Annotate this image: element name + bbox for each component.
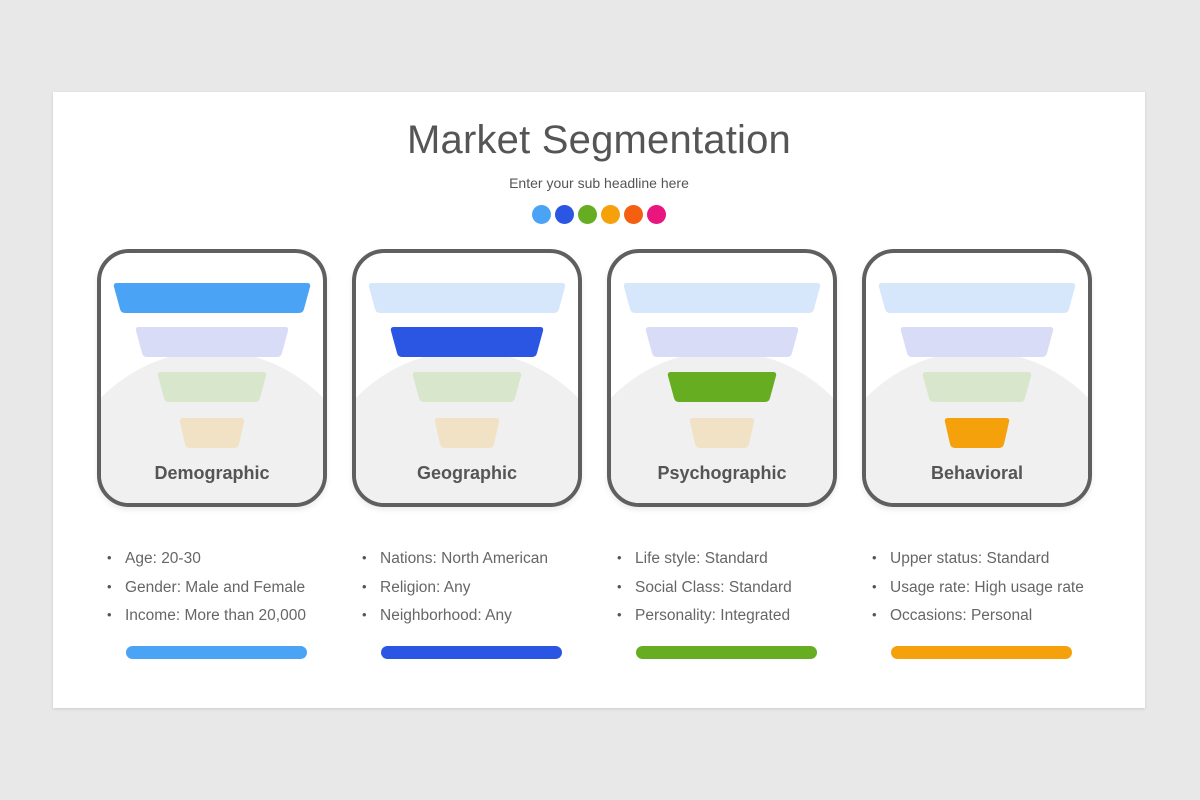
funnel-layer — [412, 372, 522, 402]
color-dot — [624, 205, 643, 224]
detail-item: Life style: Standard — [615, 550, 845, 579]
detail-item: Income: More than 20,000 — [105, 607, 335, 636]
funnel-icon — [368, 283, 566, 448]
segment-card-demographic: Demographic — [97, 249, 327, 507]
funnel-layer-active — [944, 418, 1010, 448]
segment-details-geographic: Nations: North American Religion: Any Ne… — [360, 550, 590, 636]
funnel-layer — [179, 418, 245, 448]
accent-bar-psychographic — [636, 646, 817, 659]
segment-title: Psychographic — [657, 463, 787, 483]
detail-item: Usage rate: High usage rate — [870, 579, 1100, 608]
color-dot — [647, 205, 666, 224]
funnel-layer — [135, 327, 289, 357]
color-dot — [555, 205, 574, 224]
funnel-layer — [623, 283, 821, 313]
funnel-layer-active — [113, 283, 311, 313]
page-title: Market Segmentation — [407, 118, 791, 162]
funnel-layer — [645, 327, 799, 357]
funnel-layer — [689, 418, 755, 448]
funnel-layer — [900, 327, 1054, 357]
funnel-layer — [157, 372, 267, 402]
segment-details-behavioral: Upper status: Standard Usage rate: High … — [870, 550, 1100, 636]
detail-item: Nations: North American — [360, 550, 590, 579]
color-dot — [601, 205, 620, 224]
segment-details-psychographic: Life style: Standard Social Class: Stand… — [615, 550, 845, 636]
detail-item: Neighborhood: Any — [360, 607, 590, 636]
funnel-layer-active — [390, 327, 544, 357]
detail-item: Upper status: Standard — [870, 550, 1100, 579]
detail-item: Religion: Any — [360, 579, 590, 608]
color-dot — [532, 205, 551, 224]
funnel-icon — [623, 283, 821, 448]
page-subtitle: Enter your sub headline here — [509, 175, 689, 191]
slide: Market Segmentation Enter your sub headl… — [53, 92, 1145, 708]
funnel-layer — [922, 372, 1032, 402]
accent-bar-demographic — [126, 646, 307, 659]
funnel-layer-active — [667, 372, 777, 402]
segment-title: Demographic — [154, 463, 270, 483]
segment-card-behavioral: Behavioral — [862, 249, 1092, 507]
segment-title: Geographic — [416, 463, 518, 483]
detail-item: Occasions: Personal — [870, 607, 1100, 636]
funnel-icon — [113, 283, 311, 448]
detail-item: Personality: Integrated — [615, 607, 845, 636]
funnel-layer — [434, 418, 500, 448]
segment-details-demographic: Age: 20-30 Gender: Male and Female Incom… — [105, 550, 335, 636]
segment-card-geographic: Geographic — [352, 249, 582, 507]
funnel-layer — [878, 283, 1076, 313]
detail-item: Gender: Male and Female — [105, 579, 335, 608]
funnel-layer — [368, 283, 566, 313]
segment-card-psychographic: Psychographic — [607, 249, 837, 507]
accent-bar-behavioral — [891, 646, 1072, 659]
funnel-icon — [878, 283, 1076, 448]
color-dot — [578, 205, 597, 224]
detail-item: Social Class: Standard — [615, 579, 845, 608]
segment-title: Behavioral — [930, 463, 1024, 483]
detail-item: Age: 20-30 — [105, 550, 335, 579]
accent-bar-geographic — [381, 646, 562, 659]
color-dots — [53, 205, 1145, 224]
